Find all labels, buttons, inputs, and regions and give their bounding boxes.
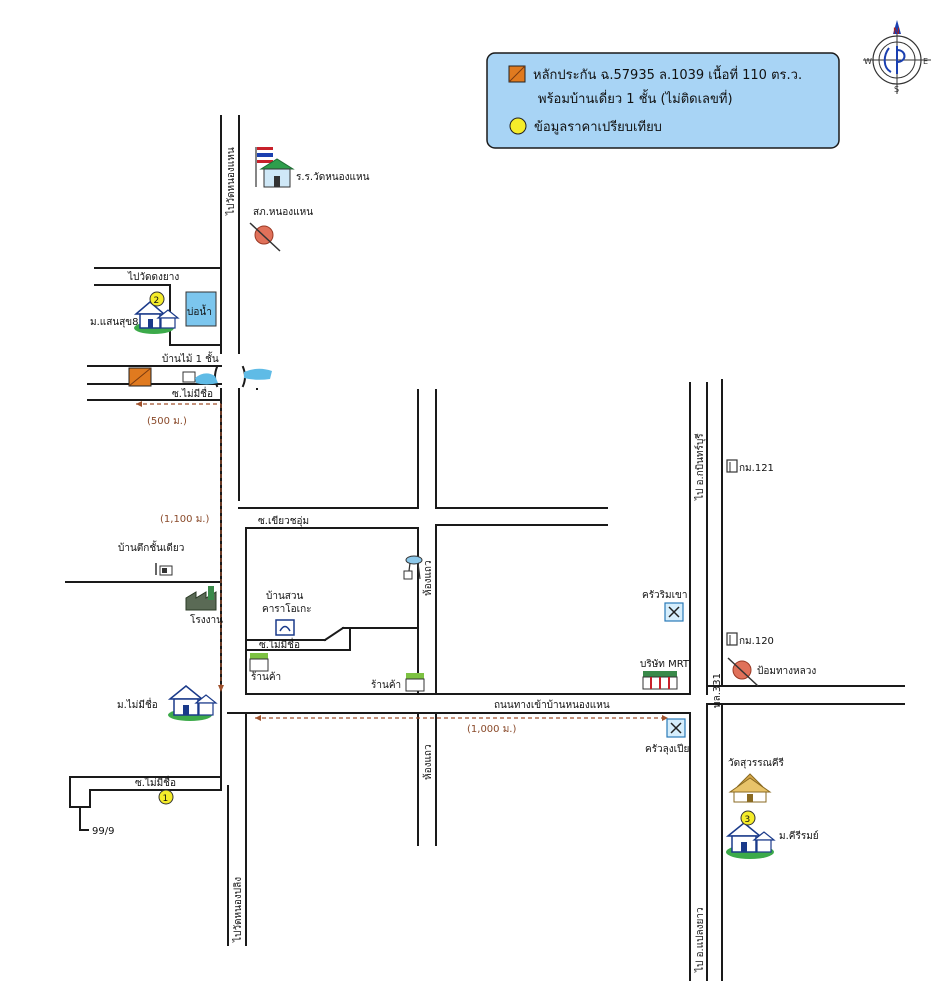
label-karaoke-line1: บ้านสวน (266, 590, 304, 602)
comparable-marker-3-label: 3 (745, 815, 751, 825)
comparable-marker-1-label: 1 (163, 794, 169, 804)
distance-1000-label: (1,000 ม.) (467, 724, 516, 735)
label-krua-rim-khao: ครัวริมเขา (642, 590, 688, 601)
restaurant-icon-lung-pia (666, 718, 686, 738)
comparable-marker-1: 1 (158, 789, 174, 805)
road-main-road: ถนนทางเข้าบ้านหนองแหน (494, 699, 610, 711)
comparable-marker-2-label: 2 (154, 296, 160, 306)
subject-property-icon (128, 367, 152, 387)
km-120-icon (726, 632, 738, 646)
road-hong-taeo-2: ห้องแถว (422, 744, 434, 780)
label-police: สภ.หนองแหน (253, 207, 313, 218)
label-krua-lung-pia: ครัวลุงเปีย (645, 743, 689, 755)
label-single-house: บ้านตึกชั้นเดียว (118, 540, 184, 554)
wood-house-icon (182, 371, 196, 383)
label-wat-suwan-khiri: วัดสุวรรณคีรี (728, 757, 785, 769)
distance-1100-label: (1,100 ม.) (160, 514, 209, 525)
factory-icon (185, 586, 217, 611)
label-pond: บ่อน้ำ (187, 304, 212, 318)
legend-subject-line1: หลักประกัน ฉ.57935 ล.1039 เนื้อที่ 110 ต… (533, 65, 802, 83)
label-village-no-name: ม.ไม่มีชื่อ (117, 697, 158, 711)
label-shop-2: ร้านค้า (371, 679, 401, 691)
distance-1100: (1,100 ม.) (160, 404, 224, 692)
comparable-marker-2: 2 (149, 291, 165, 307)
temple-icon (728, 773, 772, 803)
village-saensuk-house-icon (133, 301, 180, 334)
label-wood-house: บ้านไม้ 1 ชั้น (162, 351, 219, 365)
single-house-icon (155, 563, 173, 576)
shop-icon-1 (249, 653, 269, 672)
distance-500-label: (500 ม.) (147, 416, 187, 427)
village-no-name-house-icon (167, 685, 218, 721)
road-soi-mai-mi-chue-1: ซ.ไม่มีชื่อ (172, 386, 213, 400)
label-company-mrt: บริษัท MRT (640, 659, 690, 670)
road-network (65, 115, 905, 981)
road-soi-mai-mi-chue-3: ซ.ไม่มีชื่อ (135, 775, 176, 789)
road-hong-taeo-1: ห้องแถว (422, 560, 434, 596)
label-village-khiri-rom: ม.คีรีรมย์ (779, 830, 819, 842)
school-icon (255, 147, 295, 188)
label-km-120: กม.120 (739, 636, 774, 647)
road-route-331: ทล.331 (712, 673, 723, 708)
highway-police-icon (727, 657, 759, 687)
subject-swatch-icon (508, 65, 526, 83)
legend-comparable: ข้อมูลราคาเปรียบเทียบ (534, 119, 662, 135)
label-school: ร.ร.วัดหนองแหน (296, 172, 370, 183)
road-to-kabin-buri: ไป อ.กบินทร์บุรี (694, 433, 706, 501)
label-karaoke-line2: คาราโอเกะ (262, 602, 312, 615)
shop-icon-2 (405, 673, 425, 692)
pond-icon (185, 291, 217, 327)
label-km-121: กม.121 (739, 463, 774, 474)
legend: หลักประกัน ฉ.57935 ล.1039 เนื้อที่ 110 ต… (486, 52, 840, 149)
road-to-wat-nong-haen: ไปวัดหนองแหน (225, 147, 237, 216)
karaoke-icon (275, 619, 295, 636)
label-factory: โรงงาน (190, 613, 223, 626)
distance-1000: (1,000 ม.) (255, 715, 668, 735)
label-shop-1: ร้านค้า (251, 671, 281, 683)
compass-e: E (923, 57, 928, 66)
label-highway-police: ป้อมทางหลวง (757, 665, 816, 677)
road-to-wat-nong-pling: ไปวัดหนองปลิง (232, 877, 244, 943)
road-soi-mai-mi-chue-2: ซ.ไม่มีชื่อ (259, 637, 300, 651)
legend-box (486, 52, 840, 149)
distance-500: (500 ม.) (136, 401, 221, 427)
compass-n: N (893, 27, 900, 37)
water-tower-icon (403, 555, 423, 580)
km-121-icon (726, 459, 738, 473)
restaurant-icon-rim-khao (664, 602, 684, 622)
label-village-saensuk: ม.แสนสุข8 (90, 317, 138, 328)
compass-s: S (894, 85, 899, 94)
label-house-99-9: 99/9 (92, 826, 114, 837)
road-to-plaeng-yao: ไป อ.แปลงยาว (694, 907, 706, 973)
village-khiri-rom-house-icon (725, 822, 776, 859)
legend-subject-line2: พร้อมบ้านเดี่ยว 1 ชั้น (ไม่ติดเลขที่) (538, 89, 733, 107)
canal-icon (195, 373, 218, 385)
police-icon (249, 222, 281, 252)
comparable-swatch-icon (509, 117, 527, 135)
compass-w: W (864, 57, 872, 66)
road-soi-khiao-sa-um: ซ.เขียวชอุ่ม (258, 515, 309, 527)
compass-icon: N S E W (863, 20, 931, 94)
company-building-icon (642, 671, 678, 690)
canal-east-icon (244, 368, 272, 380)
comparable-marker-3: 3 (740, 810, 756, 826)
road-to-wat-dong-yang: ไปวัดดงยาง (127, 271, 179, 283)
